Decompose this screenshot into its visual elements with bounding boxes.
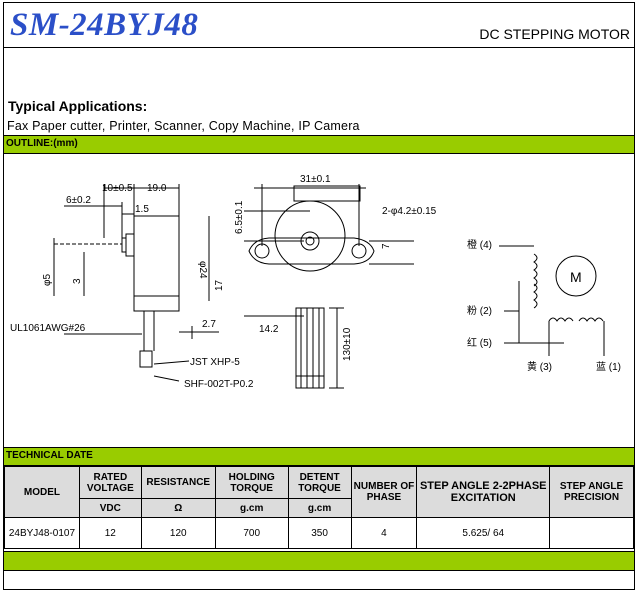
table-cell: 4 [350, 517, 418, 549]
wire-pink-label: 粉 (2) [467, 304, 492, 317]
column-header: STEP ANGLE PRECISION [549, 466, 634, 518]
wire-yellow-label: 黄 (3) [527, 360, 552, 373]
table-unit-row: VDC Ω g.cm g.cm [5, 498, 634, 518]
motor-body-side [133, 215, 180, 312]
unit-cell: Ω [140, 498, 216, 518]
coil-right [578, 317, 604, 322]
shaft-side [121, 237, 127, 253]
coil-upper [533, 253, 538, 287]
table-cell: 5.625/ 64 [416, 517, 551, 549]
terminal-label: SHF-002T-P0.2 [184, 379, 254, 390]
dim-offset: 2.7 [202, 319, 216, 330]
table-row: 24BYJ48-0107 12 120 700 350 4 5.625/ 64 [4, 517, 634, 549]
connector-side [139, 350, 153, 368]
column-header: DETENT TORQUE [287, 466, 352, 499]
mount-hole-right [351, 243, 367, 259]
table-header-row: MODEL RATED VOLTAGE RESISTANCE HOLDING T… [4, 466, 634, 518]
dim-height: 17 [214, 279, 225, 291]
outline-section-bar: OUTLINE:(mm) [4, 135, 634, 154]
table-cell [549, 517, 634, 549]
table-cell: 12 [78, 517, 142, 549]
dim-flat-width: 3 [72, 278, 83, 284]
technical-section-bar: TECHNICAL DATE [4, 447, 634, 466]
wire-blue-label: 蓝 (1) [596, 361, 621, 373]
datasheet-header: SM-24BYJ48 DC STEPPING MOTOR [4, 3, 634, 48]
shaft-boss [125, 233, 135, 257]
column-header: RATED VOLTAGE [78, 466, 142, 499]
technical-data-table: MODEL RATED VOLTAGE RESISTANCE HOLDING T… [4, 466, 634, 549]
dim-shaft-diameter: φ5 [42, 274, 53, 286]
dim-flange: 7 [381, 243, 392, 249]
wire-red-label: 红 (5) [467, 336, 492, 349]
column-header: NUMBER OF PHASE [350, 466, 418, 518]
dim-shaft-length: 10±0.5 [102, 183, 133, 194]
product-type-title: DC STEPPING MOTOR [479, 26, 630, 42]
dim-body-depth: 19.0 [147, 183, 167, 194]
unit-cell: g.cm [214, 498, 289, 518]
dim-shaft-offset: 6.5±0.1 [234, 200, 245, 234]
column-header: HOLDING TORQUE [214, 466, 289, 499]
dim-mount-span: 31±0.1 [300, 174, 331, 185]
motor-outline-drawing: 10±0.5 19.0 6±0.2 1.5 φ24 φ5 3 17 2.7 31… [10, 174, 621, 390]
applications-text: Fax Paper cutter, Printer, Scanner, Copy… [7, 119, 360, 133]
dim-boss: 1.5 [135, 204, 149, 215]
mount-hole-left [254, 243, 270, 259]
dim-cable-offset: 14.2 [259, 324, 279, 335]
motor-body-front [274, 200, 346, 272]
dim-mount-holes: 2-φ4.2±0.15 [382, 206, 437, 217]
motor-symbol [555, 255, 597, 297]
coil-lower [533, 283, 538, 309]
outline-section-label: OUTLINE:(mm) [6, 138, 78, 149]
table-cell: 120 [140, 517, 216, 549]
dim-shaft-flat: 6±0.2 [66, 195, 91, 206]
connector-label: JST XHP-5 [190, 357, 240, 368]
wire-spec-label: UL1061AWG#26 [10, 323, 86, 334]
motor-symbol-label: M [570, 269, 582, 285]
table-cell: 700 [214, 517, 289, 549]
model-title: SM-24BYJ48 [10, 7, 199, 43]
table-cell: 350 [287, 517, 352, 549]
table-cell: 24BYJ48-0107 [4, 517, 80, 549]
unit-cell: VDC [78, 498, 142, 518]
column-header: STEP ANGLE 2-2PHASE EXCITATION [416, 466, 551, 518]
unit-cell: g.cm [287, 498, 352, 518]
wire-orange-label: 橙 (4) [467, 238, 492, 251]
datasheet-frame: SM-24BYJ48 DC STEPPING MOTOR Typical App… [3, 2, 635, 590]
dim-diameter: φ24 [197, 261, 208, 279]
applications-heading: Typical Applications: [8, 98, 148, 114]
column-header: RESISTANCE [140, 466, 216, 499]
technical-section-label: TECHNICAL DATE [6, 450, 93, 461]
footer-bar [4, 551, 634, 571]
coil-left [548, 317, 574, 322]
column-header: MODEL [4, 466, 80, 518]
dim-cable-length: 130±10 [342, 327, 353, 361]
